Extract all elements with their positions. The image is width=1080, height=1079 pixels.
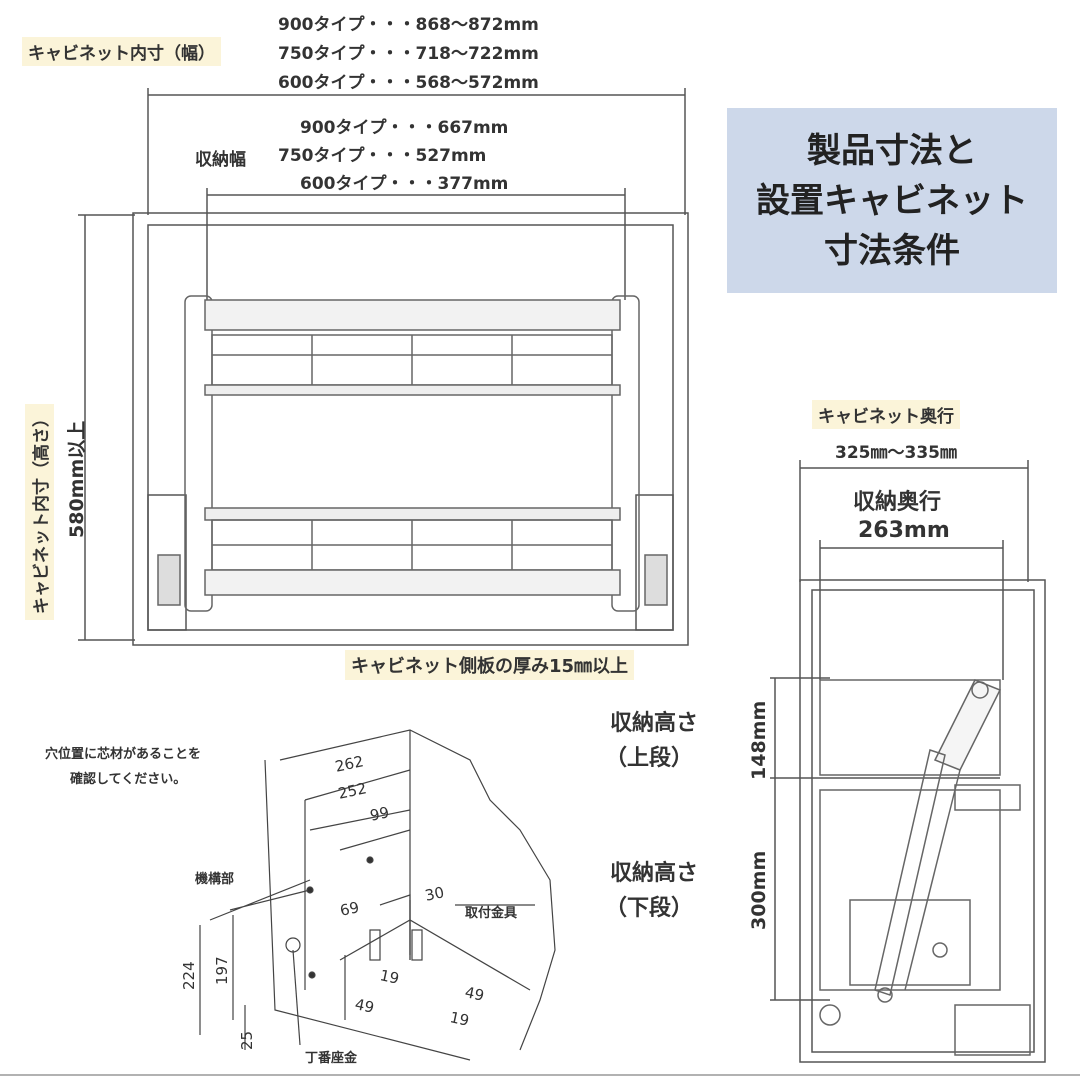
cabinet-width-900: 900タイプ・・・868〜872mm <box>278 15 539 35</box>
pull-down-rack <box>157 295 668 612</box>
storage-width-900: 900タイプ・・・667mm <box>300 118 509 138</box>
dim-25: 25 <box>238 1030 256 1050</box>
title-line: 製品寸法と <box>807 130 977 171</box>
dim-197: 197 <box>213 956 231 985</box>
storage-width-600: 600タイプ・・・377mm <box>300 174 509 194</box>
storage-width-750: 750タイプ・・・527mm <box>278 146 487 166</box>
cabinet-depth-value: 325㎜〜335㎜ <box>835 443 957 463</box>
cabinet-front-outline <box>132 212 689 646</box>
bracket-label: 取付金具 <box>465 906 518 921</box>
mount-note-line: 穴位置に芯材があることを <box>45 747 202 762</box>
upper-height-label: 収納高さ <box>610 711 699 736</box>
lower-height-value: 300mm <box>748 850 770 930</box>
cabinet-width-750: 750タイプ・・・718〜722mm <box>278 44 539 64</box>
mechanism-label: 機構部 <box>195 872 235 887</box>
title-line: 寸法条件 <box>824 230 960 271</box>
title-box: 製品寸法と 設置キャビネット 寸法条件 <box>727 108 1057 293</box>
cabinet-width-label: キャビネット内寸（幅） <box>22 37 221 66</box>
cabinet-side-outline <box>799 579 1046 1063</box>
mount-note-line: 確認してください。 <box>70 772 187 787</box>
cabinet-height-label: キャビネット内寸（高さ） <box>25 404 54 620</box>
lower-height-label: 収納高さ <box>610 861 699 886</box>
cabinet-depth-label: キャビネット奥行 <box>812 400 960 429</box>
rack-side-mechanism <box>819 679 1031 1056</box>
dim-19: 19 <box>448 1008 471 1030</box>
dim-49: 49 <box>353 995 376 1017</box>
upper-height-sub: （上段） <box>605 746 694 771</box>
storage-depth-label: 収納奥行 <box>853 490 942 515</box>
cabinet-width-600: 600タイプ・・・568〜572mm <box>278 73 539 93</box>
hinge-washer-label: 丁番座金 <box>305 1051 358 1066</box>
side-panel-label: キャビネット側板の厚み15㎜以上 <box>345 650 635 680</box>
title-line: 設置キャビネット <box>756 180 1028 221</box>
mounting-detail-drawing <box>199 729 556 1061</box>
dim-49: 49 <box>463 983 486 1005</box>
dim-224: 224 <box>180 961 198 990</box>
cabinet-height-value: 580mm以上 <box>66 420 88 538</box>
upper-height-value: 148mm <box>748 700 770 780</box>
storage-depth-value: 263mm <box>858 518 950 543</box>
dim-19: 19 <box>378 966 401 988</box>
lower-height-sub: （下段） <box>605 896 694 921</box>
storage-width-label: 収納幅 <box>195 150 246 170</box>
